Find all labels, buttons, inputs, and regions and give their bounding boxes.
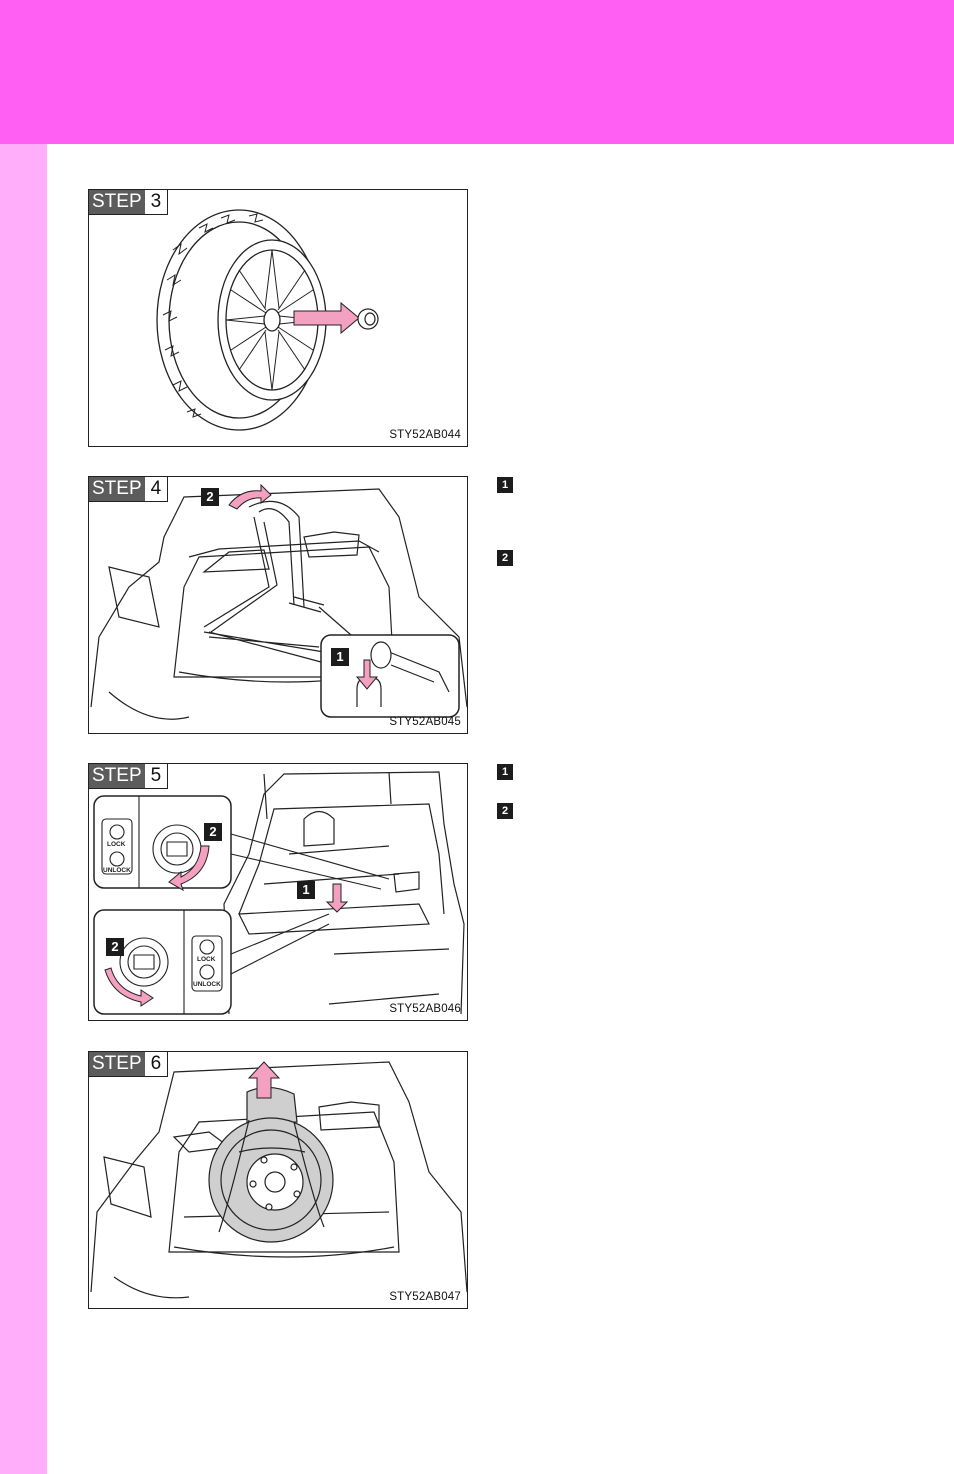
callout-badge: 2 (106, 938, 124, 956)
step-item-marker: 2 (497, 803, 513, 819)
header-band (0, 0, 954, 144)
step-number: 3 (150, 191, 162, 212)
step-item-marker: 2 (497, 550, 513, 566)
step-word: STEP (89, 764, 145, 788)
lock-text: LOCK (107, 841, 126, 848)
figure-step-4: STEP 4 2 1 STY5 (88, 476, 468, 734)
step-word: STEP (89, 477, 145, 501)
unlock-text: UNLOCK (193, 981, 221, 988)
step-word: STEP (89, 190, 145, 214)
figure-code: STY52AB045 (389, 716, 461, 728)
step-number: 6 (150, 1053, 162, 1074)
unlock-text: UNLOCK (103, 867, 131, 874)
deck-board-lock-illustration: LOCK UNLOCK LOCK UNLOCK (93, 771, 465, 1015)
figure-step-5: STEP 5 (88, 763, 468, 1021)
step-item-marker: 1 (497, 764, 513, 780)
figure-step-6: STEP 6 STY52AB047 (88, 1051, 468, 1309)
step-item-marker: 1 (497, 477, 513, 493)
figure-code: STY52AB047 (389, 1291, 461, 1303)
figure-code: STY52AB044 (389, 429, 461, 441)
step-label: STEP 4 (89, 477, 169, 502)
step-label: STEP 3 (89, 190, 169, 215)
step-label: STEP 5 (89, 764, 169, 789)
side-band (0, 144, 47, 1474)
step-label: STEP 6 (89, 1052, 169, 1077)
callout-badge: 2 (201, 488, 219, 506)
step-word: STEP (89, 1052, 145, 1076)
spare-tire-illustration (156, 209, 379, 431)
figure-code: STY52AB046 (389, 1003, 461, 1015)
step-number: 5 (150, 765, 162, 786)
callout-badge: 1 (331, 648, 349, 666)
callout-badge: 1 (297, 881, 315, 899)
lock-text: LOCK (197, 956, 216, 963)
callout-badge: 2 (204, 823, 222, 841)
cargo-area-strap-illustration (90, 483, 467, 720)
step-number: 4 (150, 478, 162, 499)
figure-step-3: STEP 3 STY52AB044 (88, 189, 468, 447)
spare-tire-removal-illustration (90, 1061, 467, 1299)
